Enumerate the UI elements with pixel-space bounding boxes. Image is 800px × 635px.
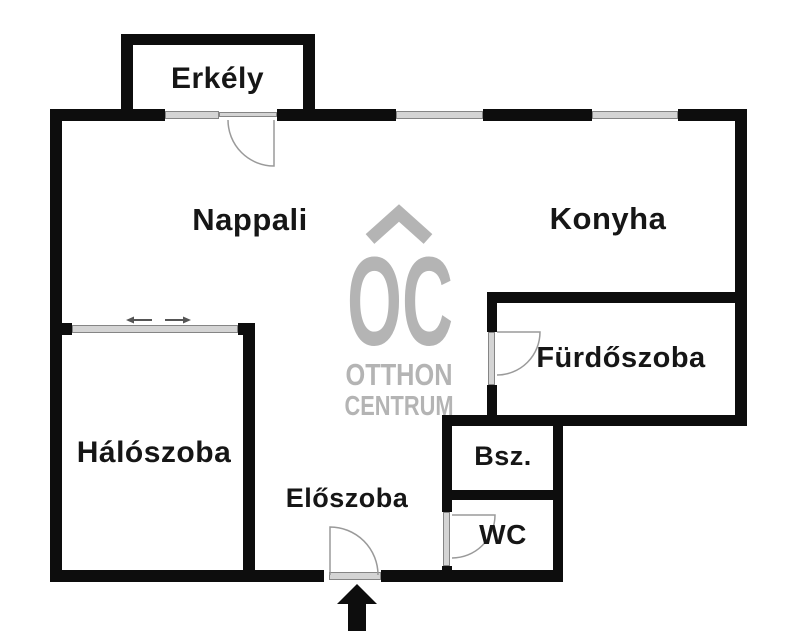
- wall-utility-left-upper: [442, 426, 452, 512]
- balcony-door-swing-icon: [227, 119, 275, 167]
- wall-balcony-left: [121, 34, 133, 110]
- sliding-window-arrows-icon: [126, 316, 191, 324]
- living-room-window: [396, 111, 483, 119]
- wall-balcony-top: [121, 34, 315, 45]
- room-label-living-room: Nappali: [192, 202, 308, 237]
- wall-bedroom-top-stub: [50, 323, 72, 335]
- room-label-utility: Bsz.: [474, 441, 532, 471]
- wall-left-outer: [50, 109, 62, 582]
- room-label-wc: WC: [479, 519, 527, 550]
- wall-right-outer: [735, 109, 747, 426]
- wall-utility-wc-divider: [442, 490, 563, 500]
- balcony-window: [165, 111, 219, 119]
- logo-line2: CENTRUM: [345, 390, 454, 421]
- wall-bathroom-bottom: [442, 415, 745, 426]
- wall-top-c: [483, 109, 592, 121]
- room-label-hallway: Előszoba: [285, 483, 409, 513]
- room-label-bedroom: Hálószoba: [76, 436, 232, 469]
- wall-bathroom-left-lower: [487, 385, 497, 415]
- wall-kitchen-bottom: [487, 292, 747, 303]
- bathroom-door-jamb: [488, 332, 495, 385]
- wall-top-a: [50, 109, 165, 121]
- wall-bottom-right: [381, 570, 563, 582]
- room-label-kitchen: Konyha: [549, 201, 667, 236]
- kitchen-window: [592, 111, 678, 119]
- bedroom-sliding-window: [72, 325, 238, 333]
- room-label-balcony: Erkély: [170, 62, 265, 95]
- wall-top-b: [277, 109, 396, 121]
- wall-balcony-right: [303, 34, 315, 110]
- wall-bedroom-right: [243, 323, 255, 582]
- wall-utility-right: [553, 426, 563, 582]
- entrance-threshold: [329, 572, 381, 580]
- wc-door-jamb: [443, 512, 450, 566]
- room-label-bathroom: Fürdőszoba: [536, 342, 706, 374]
- wall-top-d: [678, 109, 747, 121]
- logo-monogram: OC: [347, 231, 453, 372]
- wall-bottom-left: [50, 570, 324, 582]
- wc-door-swing-icon: [451, 514, 496, 559]
- wall-bathroom-left-upper: [487, 292, 497, 332]
- otthon-centrum-watermark: OC OTTHON CENTRUM: [345, 204, 454, 421]
- balcony-door-sill: [219, 112, 277, 117]
- entrance-door-swing-icon: [329, 526, 379, 576]
- roof-chevron-icon: [365, 204, 433, 244]
- entrance-arrow-icon: [337, 584, 377, 631]
- bathroom-door-swing-icon: [496, 331, 541, 376]
- logo-line1: OTTHON: [346, 357, 453, 392]
